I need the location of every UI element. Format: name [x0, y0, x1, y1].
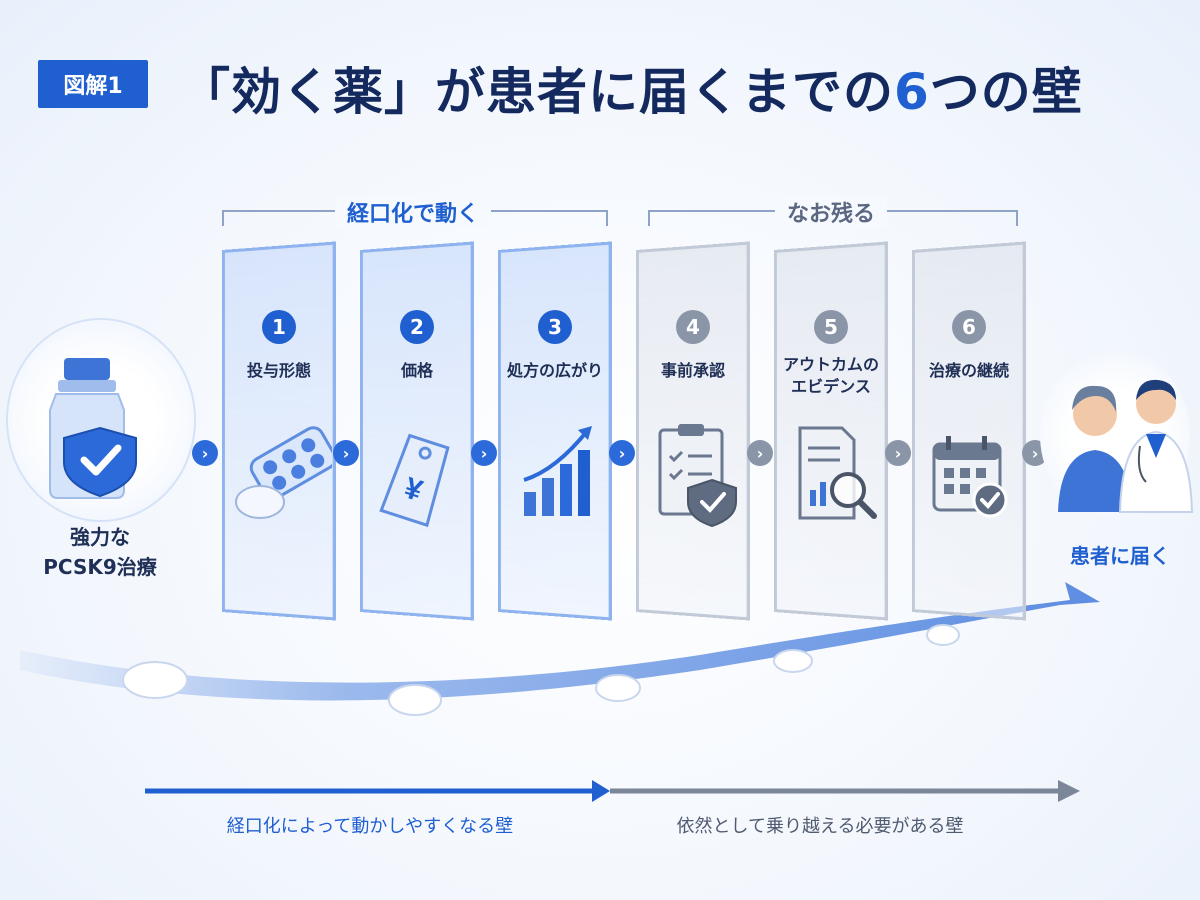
pill-2	[389, 685, 441, 715]
right-arrow-head	[1058, 780, 1080, 802]
left-arrow-head	[592, 780, 610, 802]
page-title: 「効く薬」が患者に届くまでの6つの壁	[180, 52, 1083, 124]
bottom-label-right: 依然として乗り越える必要がある壁	[677, 812, 964, 838]
step-number-4: 4	[676, 310, 710, 344]
chevron-right-icon: ›	[885, 440, 911, 466]
step-label-5: アウトカムの エビデンス	[761, 354, 901, 397]
step-number-1: 1	[262, 310, 296, 344]
vial-shield-icon	[40, 350, 150, 500]
start-label: 強力な PCSK9治療	[30, 522, 170, 582]
calendar-check-icon	[928, 430, 1018, 530]
bottom-arrows	[140, 776, 1090, 806]
clipboard-shield-icon	[652, 420, 742, 530]
group-label-remains: なお残る	[775, 196, 887, 228]
bottom-label-left: 経口化によって動かしやすくなる壁	[227, 812, 513, 838]
chevron-right-icon: ›	[333, 440, 359, 466]
rising-bar-chart-icon	[516, 420, 606, 520]
pill-1	[123, 662, 187, 698]
pill-3	[596, 675, 640, 701]
pill-5	[927, 625, 959, 645]
title-tail: つの壁	[930, 63, 1083, 121]
step-label-1: 投与形態	[209, 360, 349, 382]
title-main: 「効く薬」が患者に届くまでの	[180, 63, 894, 121]
title-number: 6	[894, 63, 930, 121]
step-number-6: 6	[952, 310, 986, 344]
step-label-2: 価格	[347, 360, 487, 382]
price-tag-icon: ¥	[378, 420, 458, 530]
start-label-line1: 強力な	[30, 522, 170, 552]
figure-badge: 図解1	[38, 60, 148, 108]
step-number-5: 5	[814, 310, 848, 344]
chevron-right-icon: ›	[192, 440, 218, 466]
group-label-moves: 経口化で動く	[335, 196, 491, 228]
step-label-3: 処方の広がり	[485, 360, 625, 382]
step-label-6: 治療の継続	[899, 360, 1039, 382]
pill-4	[774, 650, 812, 672]
pill-icon	[232, 420, 332, 530]
step-number-3: 3	[538, 310, 572, 344]
patient-doctor-icon	[1050, 362, 1195, 522]
report-magnifier-icon	[792, 420, 882, 530]
end-label: 患者に届く	[1050, 540, 1190, 569]
step-number-2: 2	[400, 310, 434, 344]
step-label-4: 事前承認	[623, 360, 763, 382]
chevron-right-icon: ›	[471, 440, 497, 466]
chevron-right-icon: ›	[747, 440, 773, 466]
start-label-line2: PCSK9治療	[30, 552, 170, 582]
chevron-right-icon: ›	[609, 440, 635, 466]
